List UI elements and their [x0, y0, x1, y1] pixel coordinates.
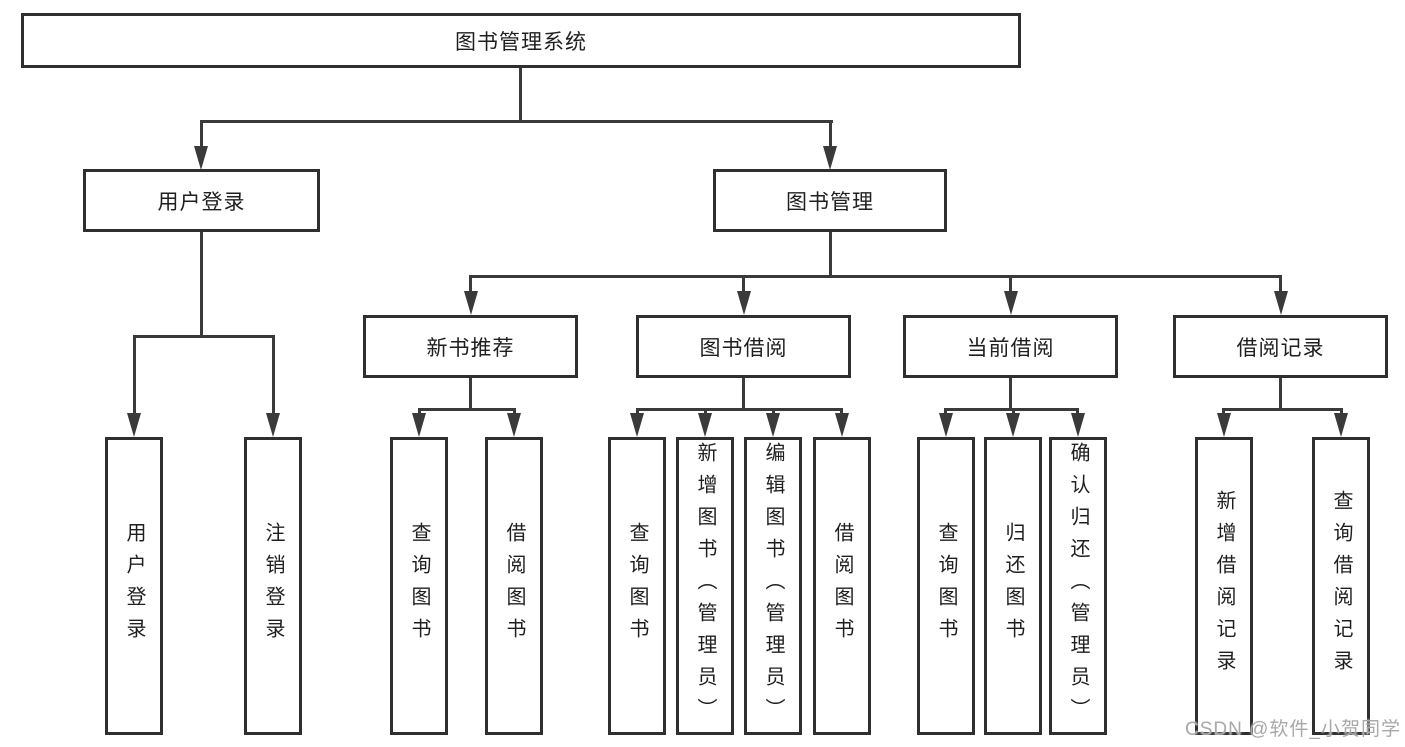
node-leaf-borrow-books: 借阅图书	[485, 437, 543, 735]
node-new-book-recommend-label: 新书推荐	[426, 336, 515, 360]
connector-root-left-drop	[200, 120, 203, 152]
connector-user-login-branch	[133, 335, 274, 338]
leaf-label: 查询图书	[408, 522, 430, 650]
arrow-down-icon	[835, 413, 849, 437]
leaf-label: 用户登录	[123, 522, 145, 650]
connector-user-login-drop	[272, 335, 275, 420]
leaf-label: 编辑图书（管理员）	[762, 442, 784, 730]
connector-level3-drop	[1009, 275, 1012, 300]
leaf-label: 确认归还（管理员）	[1067, 442, 1089, 730]
node-leaf-add-books-admin: 新增图书（管理员）	[676, 437, 734, 735]
arrow-down-icon	[194, 146, 208, 170]
connector-root-trunk	[519, 68, 522, 122]
node-leaf-add-borrow-record: 新增借阅记录	[1195, 437, 1253, 735]
leaf-label: 归还图书	[1002, 522, 1024, 650]
node-book-borrow-label: 图书借阅	[699, 336, 788, 360]
arrow-down-icon	[766, 413, 780, 437]
node-book-management-label: 图书管理	[786, 190, 874, 214]
arrow-down-icon	[737, 291, 751, 315]
connector-level3-drop	[1279, 275, 1282, 300]
arrow-down-icon	[1004, 291, 1018, 315]
connector-root-branch	[200, 120, 833, 123]
node-current-borrow-label: 当前借阅	[966, 336, 1055, 360]
leaf-label: 新增图书（管理员）	[694, 442, 716, 730]
node-current-borrow: 当前借阅	[903, 315, 1118, 378]
connector-book-management-branch	[470, 275, 1281, 278]
node-leaf-return-books: 归还图书	[984, 437, 1042, 735]
connector-book-borrow-trunk	[742, 378, 745, 408]
leaf-label: 新增借阅记录	[1213, 490, 1235, 682]
connector-book-borrow-branch	[637, 408, 842, 411]
connector-borrow-records-branch	[1224, 408, 1341, 411]
arrow-down-icon	[698, 413, 712, 437]
arrow-down-icon	[127, 413, 141, 437]
leaf-label: 查询图书	[935, 522, 957, 650]
node-leaf-logout: 注销登录	[244, 437, 302, 735]
node-leaf-user-login: 用户登录	[105, 437, 163, 735]
arrow-down-icon	[939, 413, 953, 437]
node-leaf-edit-books-admin: 编辑图书（管理员）	[744, 437, 802, 735]
arrow-down-icon	[823, 146, 837, 170]
connector-borrow-records-trunk	[1279, 378, 1282, 408]
leaf-label: 注销登录	[262, 522, 284, 650]
connector-user-login-trunk	[200, 232, 203, 335]
connector-level3-drop	[742, 275, 745, 300]
connector-level3-drop	[469, 275, 472, 300]
connector-root-right-drop	[829, 120, 832, 152]
watermark: CSDN @软件_小贺同学	[1185, 719, 1401, 740]
connector-book-management-trunk	[829, 232, 832, 275]
leaf-label: 借阅图书	[831, 522, 853, 650]
node-leaf-borrow-books: 借阅图书	[813, 437, 871, 735]
leaf-label: 查询借阅记录	[1330, 490, 1352, 682]
node-leaf-query-books: 查询图书	[917, 437, 975, 735]
node-book-borrow: 图书借阅	[636, 315, 851, 378]
node-book-management: 图书管理	[713, 169, 947, 232]
arrow-down-icon	[507, 413, 521, 437]
arrow-down-icon	[412, 413, 426, 437]
arrow-down-icon	[1217, 413, 1231, 437]
connector-current-borrow-trunk	[1009, 378, 1012, 408]
connector-user-login-drop	[133, 335, 136, 420]
node-leaf-query-borrow-record: 查询借阅记录	[1312, 437, 1370, 735]
connector-new-book-branch	[419, 408, 515, 411]
arrow-down-icon	[630, 413, 644, 437]
node-user-login-label: 用户登录	[157, 190, 246, 214]
leaf-label: 查询图书	[626, 522, 648, 650]
arrow-down-icon	[1006, 413, 1020, 437]
node-root: 图书管理系统	[21, 13, 1021, 68]
arrow-down-icon	[1071, 413, 1085, 437]
arrow-down-icon	[266, 413, 280, 437]
node-borrow-records-label: 借阅记录	[1236, 336, 1325, 360]
node-borrow-records: 借阅记录	[1173, 315, 1388, 378]
node-new-book-recommend: 新书推荐	[363, 315, 578, 378]
node-leaf-confirm-return-admin: 确认归还（管理员）	[1049, 437, 1107, 735]
connector-new-book-trunk	[469, 378, 472, 408]
node-user-login: 用户登录	[83, 169, 320, 232]
node-leaf-query-books: 查询图书	[390, 437, 448, 735]
arrow-down-icon	[464, 291, 478, 315]
node-leaf-query-books: 查询图书	[608, 437, 666, 735]
node-root-label: 图书管理系统	[455, 30, 587, 54]
arrow-down-icon	[1274, 291, 1288, 315]
leaf-label: 借阅图书	[503, 522, 525, 650]
arrow-down-icon	[1334, 413, 1348, 437]
